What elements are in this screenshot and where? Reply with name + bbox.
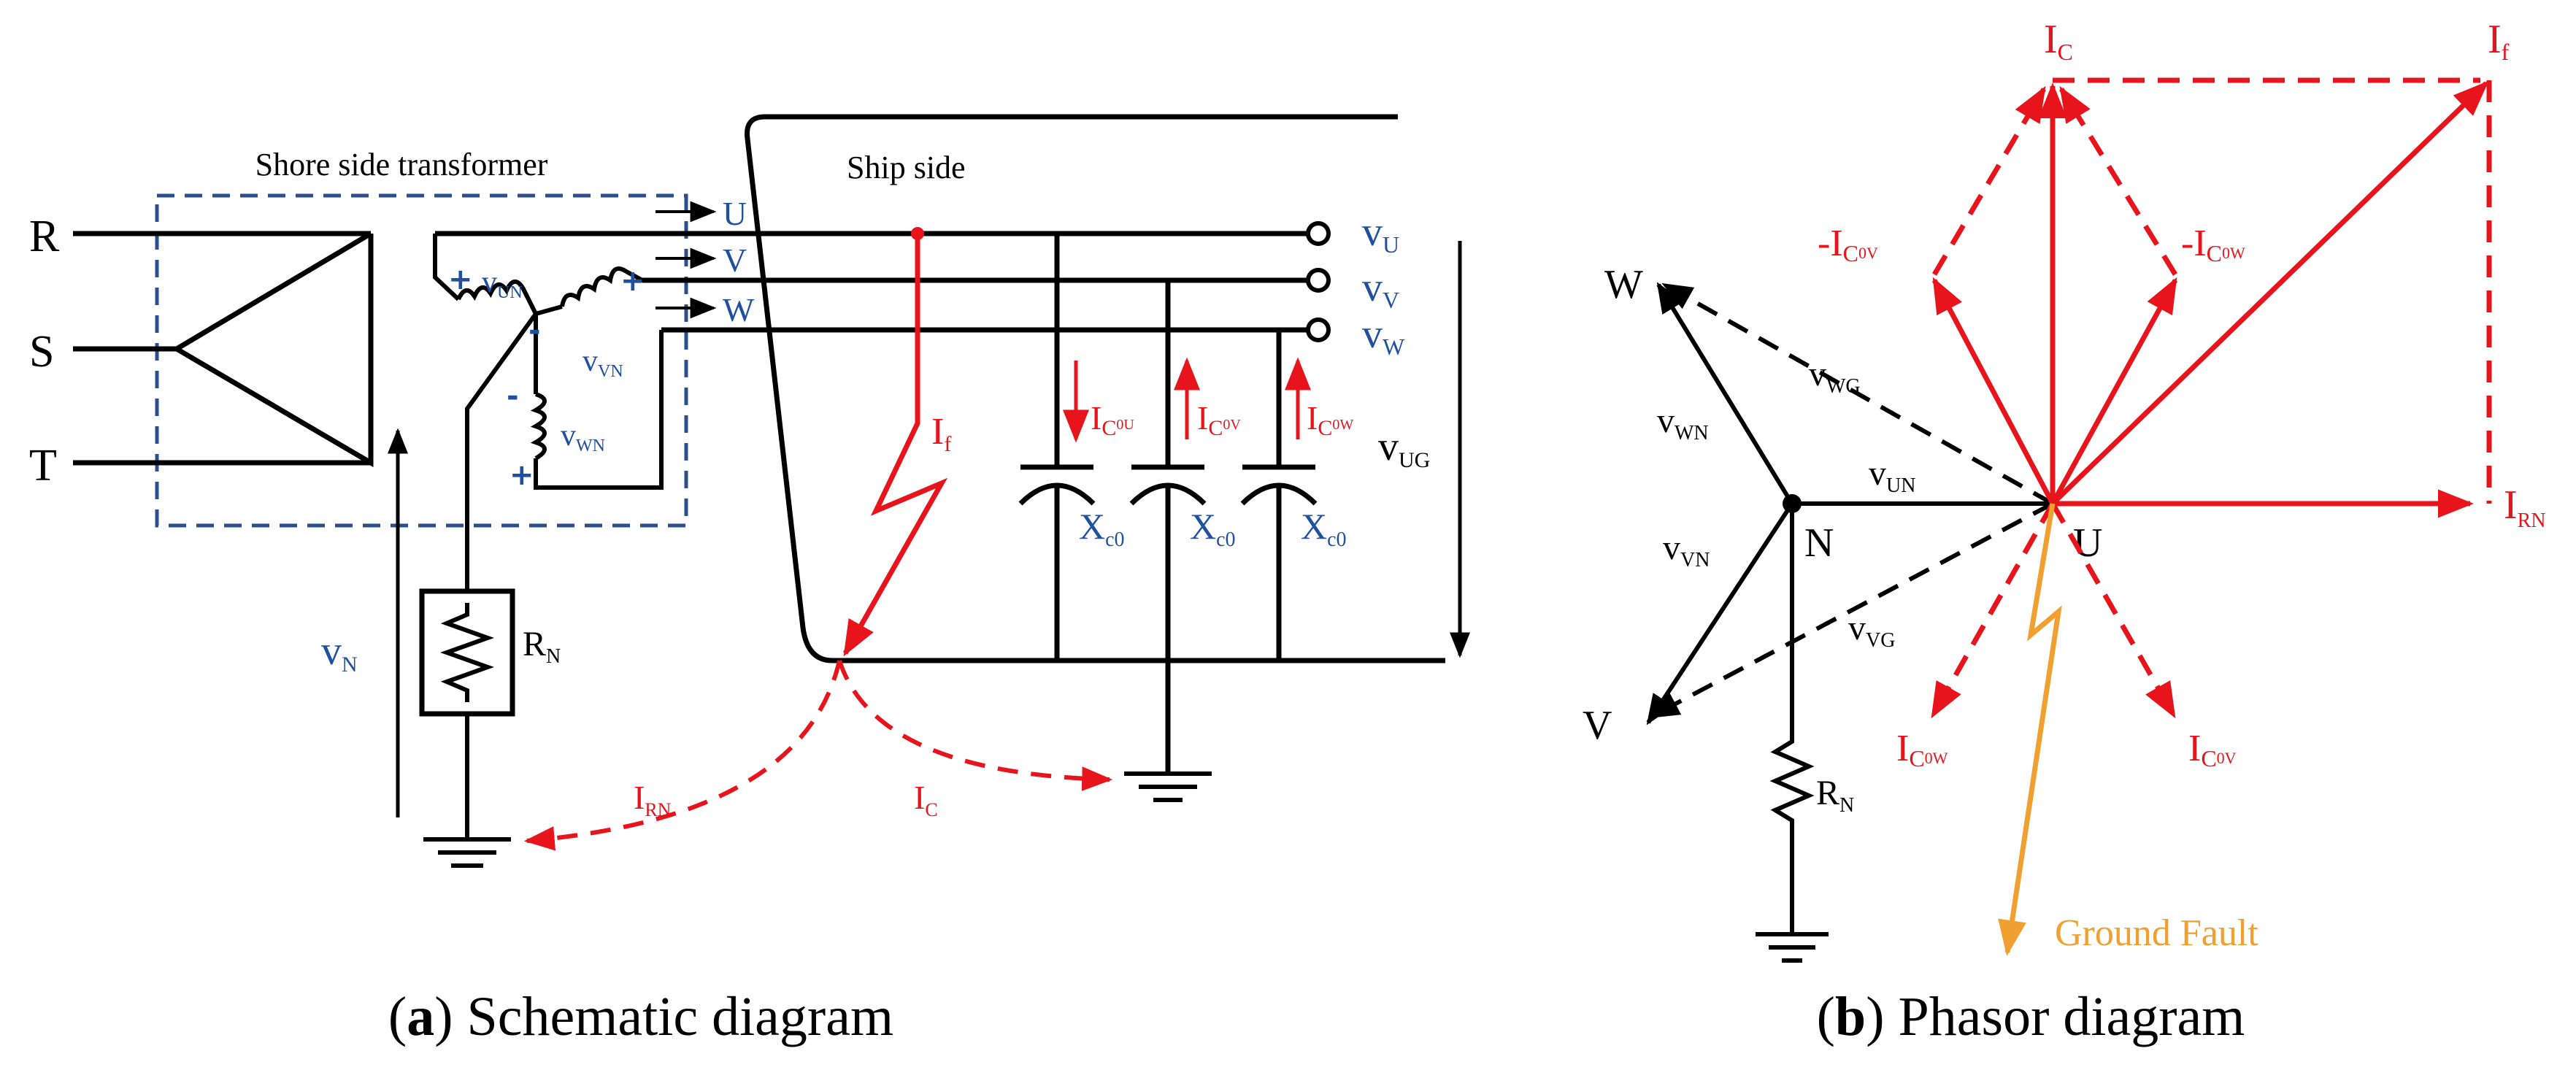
svg-text:+: + [448,263,473,296]
svg-text:-: - [528,314,541,347]
vwg-label: vWG [1809,355,1861,398]
current-helpers [1930,77,2492,719]
out-w-label: W [723,291,755,328]
voltage-phasors [1646,282,2054,963]
ic0v-label: IC0V [1197,399,1241,440]
phasor-rn-label: RN [1816,774,1854,817]
current-phasors [1931,80,2489,518]
shore-transformer-box [155,193,688,528]
fault-current-path [842,234,948,657]
vwn-label: vWN [1657,401,1709,444]
ground-right-icon [1124,771,1212,802]
terminal-vw: vW [1362,312,1405,360]
svg-text:+: + [620,264,645,298]
vvg-label: vVG [1848,609,1895,652]
phase-s-label: S [29,327,54,377]
terminals [1306,221,1331,342]
if-label: If [931,411,951,456]
caption-b: (b) Phasor diagram [1817,986,2245,1047]
xc0-label-2: Xc0 [1190,506,1236,551]
node-v-label: V [1583,703,1612,748]
coil-vwn: vWN [561,419,605,455]
phasor-ic-label: IC [2044,17,2073,65]
vvn-label: vVN [1663,528,1710,571]
neg-ic0v-label: -IC0V [1818,223,1878,266]
phasor-diagram: W V N U vWG vWN vUN vVN vVG RN Ground F [1583,17,2546,1047]
out-v-label: V [723,242,747,279]
capacitors [1018,234,1318,774]
rn-label: RN [523,625,561,668]
phasor-if-label: If [2488,17,2510,65]
ic0v-phasor-label: IC0V [2188,728,2237,771]
caption-a: (a) Schematic diagram [388,986,893,1047]
neg-ic0w-label: -IC0W [2181,223,2245,266]
phase-r-label: R [29,212,60,261]
svg-text:+: + [510,458,534,492]
phasor-irn-label: IRN [2504,482,2546,532]
coil-vvn: vVN [583,345,623,381]
ground-fault-path [1998,503,2062,956]
node-w-label: W [1604,262,1643,307]
ground-left-icon [423,714,511,868]
ic0w-phasor-label: IC0W [1896,728,1948,771]
ground-fault-label: Ground Fault [2055,912,2258,954]
xc0-label-1: Xc0 [1079,506,1125,551]
ic-label: IC [914,779,938,820]
terminal-vv: vV [1362,265,1399,313]
ic-return-path [837,660,1113,791]
neutral-node [1783,494,1802,513]
vun-label: vUN [1869,454,1915,497]
vug-label: vUG [1378,424,1430,472]
schematic-diagram: Shore side transformer R S T [29,114,1470,1047]
ship-hull [745,114,1445,663]
phase-t-label: T [29,441,57,490]
irn-label: IRN [634,779,672,820]
resistor-zigzag [440,603,494,702]
cap-current-arrows [1063,357,1311,443]
uvw-arrows [655,201,717,319]
ic0u-label: IC0U [1091,399,1134,440]
xc0-label-3: Xc0 [1301,506,1347,551]
coil-vun: vUN [482,266,523,302]
node-n-label: N [1804,520,1834,566]
out-u-label: U [723,195,747,232]
input-lines [73,231,374,468]
irn-return-path [523,660,842,851]
ship-side-label: Ship side [847,150,966,185]
vn-label: vN [321,628,358,677]
polarity-marks: + - + - + [448,263,645,492]
svg-text:-: - [507,380,519,413]
wye-secondary [433,234,664,591]
shore-side-label: Shore side transformer [255,147,548,182]
output-lines [435,231,1307,333]
terminal-vu: vU [1362,209,1399,258]
ic0w-label: IC0W [1307,399,1353,440]
